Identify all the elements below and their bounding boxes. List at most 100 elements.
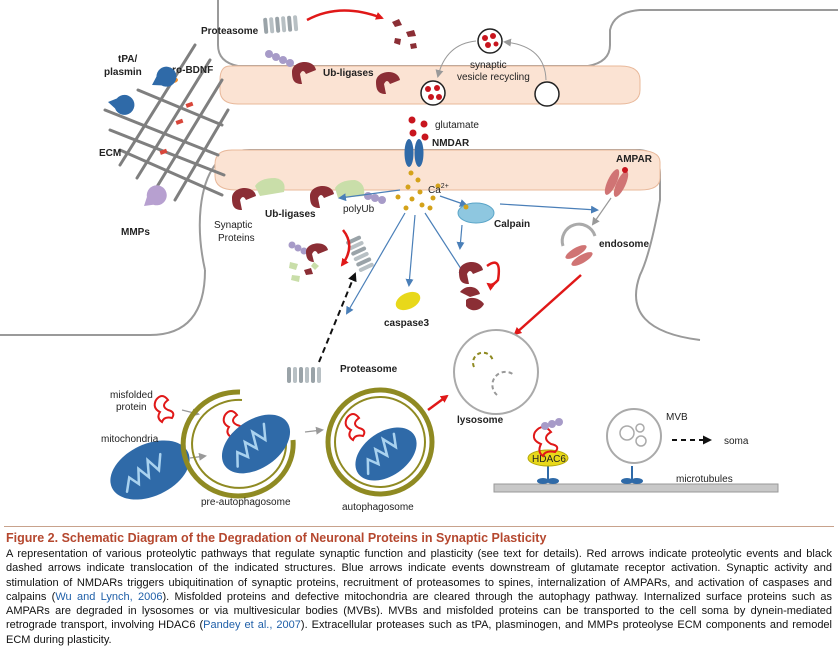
autophagosome-label: autophagosome (342, 502, 414, 513)
recycling-arrow-left (435, 40, 477, 78)
figure-caption: Figure 2. Schematic Diagram of the Degra… (6, 531, 832, 647)
tpa-icon (152, 66, 177, 87)
grey-arrow-endocytosis (591, 197, 612, 226)
caption-body-part-2: ). Misfolded proteins and defective mito… (6, 590, 833, 632)
internalized-ampar (565, 245, 593, 266)
mitochondria-free (110, 440, 190, 500)
mvb-label: MVB (666, 412, 688, 423)
degradation-diagram: Proteasome Ub-ligases synaptic vesicle r… (0, 0, 838, 513)
pre-autophagosome-membrane (180, 389, 296, 499)
lysosome-label: lysosome (457, 415, 504, 426)
ampar-receptor (604, 167, 629, 197)
endosome-label: endosome (599, 239, 649, 250)
red-arrow-calpain (486, 261, 501, 291)
caption-separator (4, 526, 834, 527)
dynein-motor-1 (537, 466, 559, 484)
proteasome-mid-label: Proteasome (340, 364, 398, 375)
dendrite-membrane (0, 269, 206, 336)
polyub-chain-hdac6 (541, 418, 563, 430)
synaptic-vesicle-recycling-label-1: synaptic (470, 60, 507, 71)
ub-ligases-top-label: Ub-ligases (323, 68, 374, 79)
plasmin-icon (108, 94, 135, 115)
mitochondria-auto (355, 427, 417, 481)
ampar-label: AMPAR (616, 154, 653, 165)
soma-label: soma (724, 436, 749, 447)
misfolded-protein-label-1: misfolded (110, 390, 153, 401)
presynaptic-membrane (217, 0, 838, 67)
calpain-substrate (459, 261, 483, 284)
glutamate-label: glutamate (435, 120, 479, 131)
autophagosome-inner (334, 396, 426, 488)
autophagosome-outer (325, 387, 435, 497)
mitochondria-label: mitochondria (101, 434, 159, 445)
glutamate-molecules (408, 116, 429, 141)
synaptic-vesicle-empty (534, 81, 560, 107)
caption-ref-wu-lynch[interactable]: Wu and Lynch, 2006 (55, 590, 163, 603)
ecm-label: ECM (99, 148, 121, 159)
ub-ligases-mid-label: Ub-ligases (265, 209, 316, 220)
dynein-motor-2 (621, 466, 643, 484)
lysosome-content-2 (491, 370, 515, 396)
caspase3-icon (395, 291, 421, 311)
mvb-vesicle-3 (635, 435, 647, 447)
synaptic-vesicle-full (420, 80, 446, 106)
microtubule-track (493, 483, 779, 493)
synaptic-vesicle-recycling-label-2: vesicle recycling (457, 72, 530, 83)
caspase3-label: caspase3 (384, 318, 429, 329)
proteasome-top (263, 15, 299, 34)
polyub-label: polyUb (343, 204, 375, 215)
ub-tagged-substrate (288, 241, 328, 262)
red-arrow-endosome-lysosome (513, 274, 582, 336)
caption-body-part-1: A representation of various proteolytic … (6, 548, 832, 603)
caption-title: Figure 2. Schematic Diagram of the Degra… (6, 531, 547, 545)
black-dashed-arrow-translocation (318, 272, 357, 363)
postsynaptic-density (214, 149, 661, 191)
mvb-vesicle-1 (619, 425, 635, 441)
tpa-plasmin-label-2: plasmin (104, 67, 142, 78)
nmdar-label: NMDAR (432, 138, 470, 149)
misfolded-protein-hdac6 (532, 426, 559, 458)
endosome-membrane (560, 222, 597, 247)
pre-autophagosome-label: pre-autophagosome (201, 497, 291, 508)
nmdar-receptor (404, 139, 424, 167)
synaptic-proteins-label-2: Proteins (218, 233, 255, 244)
mmps-icon (144, 185, 167, 206)
ub-ligase-mid (310, 185, 334, 208)
degraded-fragments-spine (289, 262, 319, 282)
proteasome-top-label: Proteasome (201, 26, 259, 37)
calcium-label: Ca2+ (428, 183, 449, 196)
caption-body: A representation of various proteolytic … (6, 547, 832, 647)
lysosome-content-1 (472, 351, 494, 368)
polyub-chain-top (265, 50, 294, 67)
hdac6-label: HDAC6 (532, 454, 566, 465)
pre-autophagosome-membrane-inner (191, 398, 288, 489)
recycling-arrow-right (503, 38, 547, 81)
proteasome-lower (287, 367, 321, 383)
tpa-plasmin-label-1: tPA/ (118, 54, 137, 65)
blue-signal-arrows (338, 189, 599, 315)
calcium-ions (395, 170, 441, 211)
mvb-vesicle-2 (635, 423, 645, 433)
caption-body-part-3: ). Extracellular proteases such as tPA, … (6, 619, 832, 646)
calpain-calcium (463, 204, 469, 210)
caption-ref-pandey[interactable]: Pandey et al., 2007 (203, 619, 301, 632)
misfolded-protein-icon (153, 395, 175, 424)
misfolded-protein-auto (344, 413, 366, 442)
red-arrow-autophagosome-lysosome (427, 394, 449, 412)
calpain-icon (457, 202, 495, 224)
misfolded-protein-label-2: protein (116, 402, 147, 413)
grey-arrow-pre-auto (304, 426, 324, 435)
synaptic-protein-ub-tag (255, 178, 285, 196)
mmps-label: MMPs (121, 227, 150, 238)
synaptic-protein (232, 187, 256, 210)
mitochondria-pre (221, 414, 291, 474)
lysosome (453, 329, 539, 415)
red-arrow-spine (340, 229, 351, 267)
pro-bdnf-label: pro-BDNF (166, 65, 213, 76)
red-arrow-top (306, 9, 384, 22)
calpain-cleaved-products (460, 286, 484, 311)
microtubules-label: microtubules (676, 474, 733, 485)
ecm-cleaved-fragments (159, 101, 194, 155)
synaptic-proteins-label-1: Synaptic (214, 220, 252, 231)
